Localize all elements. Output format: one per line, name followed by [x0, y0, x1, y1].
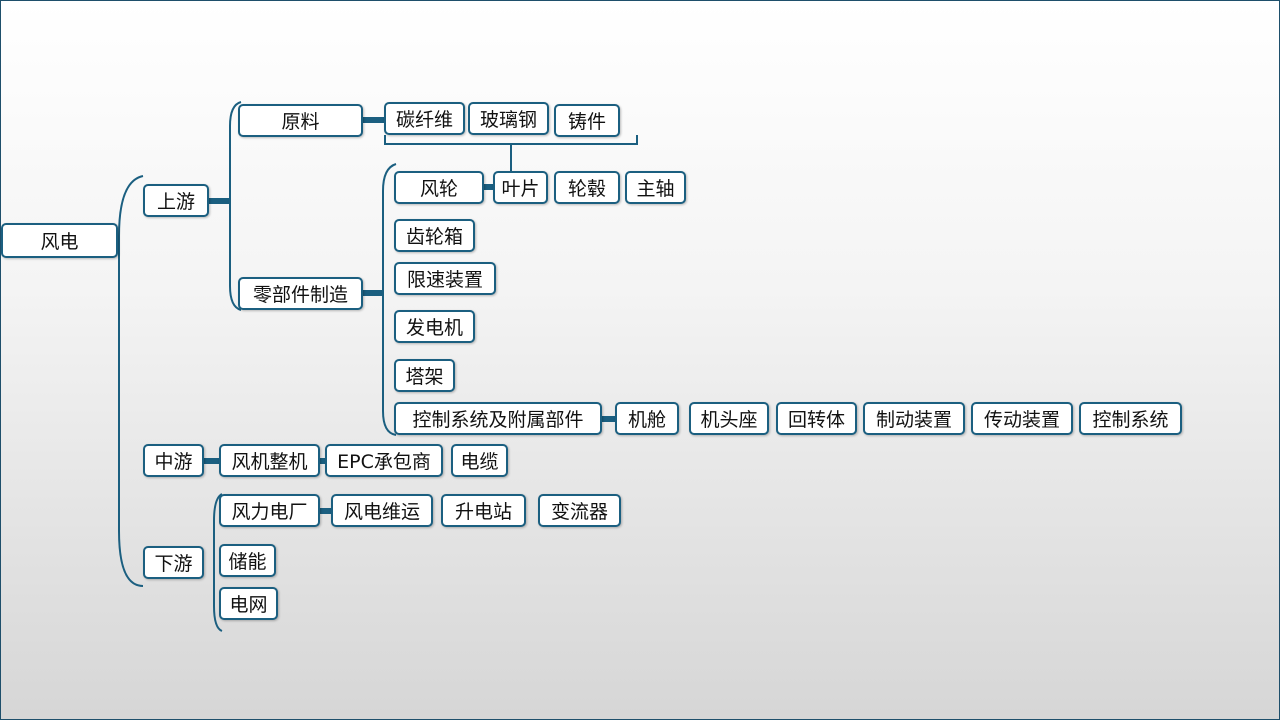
- node-generator: 发电机: [394, 310, 475, 343]
- node-gearbox: 齿轮箱: [394, 219, 475, 252]
- bracket-components: [382, 163, 397, 436]
- node-blade: 叶片: [493, 171, 548, 204]
- node-components-manufacturing: 零部件制造: [238, 277, 363, 310]
- node-rotor: 风轮: [394, 171, 484, 204]
- node-epc-contractor: EPC承包商: [325, 444, 443, 477]
- node-raw-materials: 原料: [238, 104, 363, 137]
- node-head-base: 机头座: [689, 402, 769, 435]
- node-control-and-accessories: 控制系统及附属部件: [394, 402, 602, 435]
- node-energy-storage: 储能: [219, 544, 276, 577]
- root-node-wind-power: 风电: [1, 223, 118, 258]
- node-control-system: 控制系统: [1079, 402, 1182, 435]
- node-wind-om: 风电维运: [331, 494, 433, 527]
- node-wind-farm: 风力电厂: [219, 494, 320, 527]
- stage-downstream: 下游: [143, 546, 204, 579]
- node-nacelle: 机舱: [615, 402, 679, 435]
- node-cable: 电缆: [451, 444, 508, 477]
- stage-midstream: 中游: [143, 444, 204, 477]
- node-complete-turbine: 风机整机: [219, 444, 320, 477]
- bracket-root: [118, 175, 144, 587]
- node-hub: 轮毂: [554, 171, 620, 204]
- node-tower: 塔架: [394, 359, 455, 392]
- node-speed-limiter: 限速装置: [394, 262, 496, 295]
- node-braking-device: 制动装置: [863, 402, 965, 435]
- node-castings: 铸件: [554, 104, 620, 137]
- node-fiberglass: 玻璃钢: [468, 102, 549, 135]
- bracket-upstream: [229, 101, 242, 311]
- node-carbon-fiber: 碳纤维: [384, 102, 465, 135]
- node-converter: 变流器: [538, 494, 621, 527]
- node-power-grid: 电网: [219, 587, 278, 620]
- node-main-shaft: 主轴: [625, 171, 686, 204]
- node-slewing-body: 回转体: [776, 402, 857, 435]
- stage-upstream: 上游: [143, 184, 209, 217]
- bracket-downstream: [213, 493, 223, 632]
- node-substation: 升电站: [441, 494, 526, 527]
- node-transmission-device: 传动装置: [971, 402, 1073, 435]
